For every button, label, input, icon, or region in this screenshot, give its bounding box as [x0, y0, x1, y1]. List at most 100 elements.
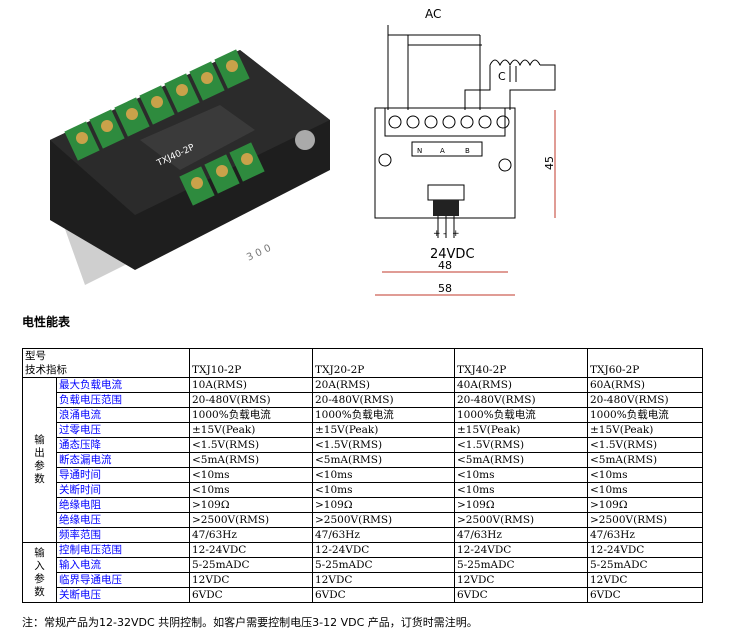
mount-hole-left [378, 153, 392, 167]
param-value: 1000%负载电流 [189, 407, 313, 423]
param-value: 1000%负载电流 [454, 407, 588, 423]
param-name: 临界导通电压 [56, 572, 190, 588]
table-row: 通态压降<1.5V(RMS)<1.5V(RMS)<1.5V(RMS)<1.5V(… [23, 437, 703, 453]
param-value: 12-24VDC [189, 542, 313, 558]
param-name: 控制电压范围 [56, 542, 190, 558]
param-value: <5mA(RMS) [454, 452, 588, 468]
table-row: 导通时间<10ms<10ms<10ms<10ms [23, 467, 703, 483]
table-row: 断态漏电流<5mA(RMS)<5mA(RMS)<5mA(RMS)<5mA(RMS… [23, 452, 703, 468]
param-value: 5-25mADC [312, 557, 455, 573]
dim-inner-label: 48 [438, 259, 452, 272]
param-name: 过零电压 [56, 422, 190, 438]
param-value: <10ms [587, 482, 703, 498]
param-value: <10ms [189, 482, 313, 498]
param-value: >2500V(RMS) [312, 512, 455, 528]
param-value: ±15V(Peak) [189, 422, 313, 438]
model-col-4: TXJ60-2P [587, 363, 703, 378]
mount-hole-right [498, 158, 512, 172]
param-value: 10A(RMS) [189, 377, 313, 393]
ac-label: AC [425, 7, 441, 21]
param-name: 最大负载电流 [56, 377, 190, 393]
footnote: 注：常规产品为12-32VDC 共阴控制。如客户需要控制电压3-12 VDC 产… [22, 616, 478, 629]
param-value: 47/63Hz [312, 527, 455, 543]
param-value: 20-480V(RMS) [312, 392, 455, 408]
param-value: 6VDC [587, 587, 703, 603]
motor-wires [464, 64, 556, 110]
terminal-label-n: N [417, 147, 422, 155]
param-value: 6VDC [189, 587, 313, 603]
table-row: 关断时间<10ms<10ms<10ms<10ms [23, 482, 703, 498]
spec-table-body: 型号 技术指标 TXJ10-2P TXJ20-2P TXJ40-2P TXJ60… [22, 348, 703, 603]
param-value: 6VDC [312, 587, 455, 603]
param-value: 20-480V(RMS) [454, 392, 588, 408]
param-value: 1000%负载电流 [312, 407, 455, 423]
param-value: <10ms [312, 467, 455, 483]
param-value: 12VDC [454, 572, 588, 588]
param-value: <5mA(RMS) [312, 452, 455, 468]
param-name: 关断电压 [56, 587, 190, 603]
section-title: 电性能表 [22, 315, 71, 329]
param-value: 47/63Hz [189, 527, 313, 543]
param-value: 40A(RMS) [454, 377, 588, 393]
param-value: 5-25mADC [189, 557, 313, 573]
param-value: >2500V(RMS) [587, 512, 703, 528]
header-spacer [312, 348, 455, 363]
group-label: 输入参数 [22, 542, 57, 603]
model-col-1: TXJ10-2P [189, 363, 313, 378]
table-row: 过零电压±15V(Peak)±15V(Peak)±15V(Peak)±15V(P… [23, 422, 703, 438]
param-value: 20-480V(RMS) [587, 392, 703, 408]
param-value: 20A(RMS) [312, 377, 455, 393]
param-name: 浪涌电流 [56, 407, 190, 423]
header-model: 型号 [22, 348, 190, 363]
param-value: <1.5V(RMS) [312, 437, 455, 453]
param-value: <10ms [454, 482, 588, 498]
param-value: 47/63Hz [454, 527, 588, 543]
param-value: >2500V(RMS) [454, 512, 588, 528]
param-value: 12VDC [312, 572, 455, 588]
mount-hole [295, 130, 315, 150]
ac-wires [387, 25, 481, 110]
param-value: <10ms [312, 482, 455, 498]
param-value: >109Ω [189, 497, 313, 513]
param-value: <10ms [189, 467, 313, 483]
dim-outer-label: 58 [438, 282, 452, 295]
param-value: <1.5V(RMS) [587, 437, 703, 453]
param-value: 47/63Hz [587, 527, 703, 543]
param-value: 5-25mADC [587, 557, 703, 573]
param-value: <10ms [587, 467, 703, 483]
param-name: 导通时间 [56, 467, 190, 483]
param-value: ±15V(Peak) [312, 422, 455, 438]
polarity-1: + [433, 229, 441, 239]
header-spacer [454, 348, 588, 363]
relay-center [140, 105, 255, 170]
param-value: >109Ω [587, 497, 703, 513]
param-name: 断态漏电流 [56, 452, 190, 468]
control-plug [433, 200, 459, 216]
capacitor-label: C [498, 70, 506, 83]
terminal-label-a: A [440, 147, 445, 155]
param-value: <1.5V(RMS) [454, 437, 588, 453]
param-value: 5-25mADC [454, 557, 588, 573]
param-name: 绝缘电压 [56, 512, 190, 528]
table-row: 绝缘电压>2500V(RMS)>2500V(RMS)>2500V(RMS)>25… [23, 512, 703, 528]
param-value: ±15V(Peak) [454, 422, 588, 438]
param-value: 1000%负载电流 [587, 407, 703, 423]
param-value: >2500V(RMS) [189, 512, 313, 528]
param-value: 12VDC [587, 572, 703, 588]
param-value: <5mA(RMS) [189, 452, 313, 468]
terminal-block-top [64, 49, 250, 161]
header-row-2: 技术指标 TXJ10-2P TXJ20-2P TXJ40-2P TXJ60-2P [22, 363, 703, 378]
param-value: <1.5V(RMS) [189, 437, 313, 453]
param-value: 6VDC [454, 587, 588, 603]
param-name: 通态压降 [56, 437, 190, 453]
param-value: <10ms [454, 467, 588, 483]
group-label: 输出参数 [22, 377, 57, 543]
header-spec: 技术指标 [22, 363, 190, 378]
